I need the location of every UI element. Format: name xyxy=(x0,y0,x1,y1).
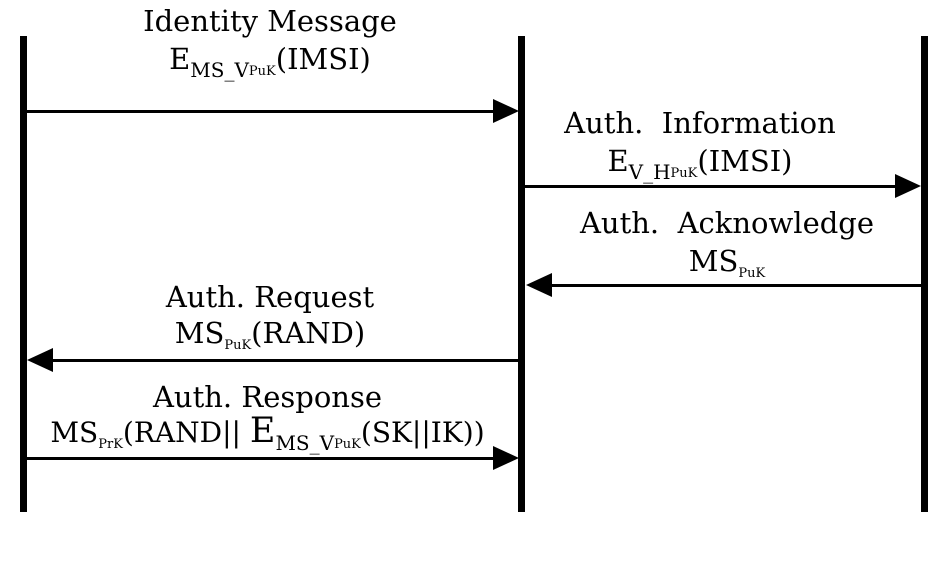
message-label-auth-information: Auth. Information EV_HPuK(IMSI) xyxy=(525,0,875,200)
formula-segment: MS xyxy=(50,416,99,449)
message-title: Auth. Request xyxy=(165,280,375,314)
formula-segment: E xyxy=(169,42,191,76)
message-label-auth-request: Auth. Request MSPuK(RAND) xyxy=(20,0,520,370)
formula-segment: E xyxy=(249,411,276,451)
formula-segment: MS_V xyxy=(275,431,335,455)
message-title: Auth. Response xyxy=(152,380,382,414)
arrow-shaft xyxy=(27,110,495,113)
formula-segment: (SK||IK)) xyxy=(360,416,485,449)
formula-segment: PuK xyxy=(248,64,276,79)
message-title: Auth. Information xyxy=(564,106,836,140)
formula-segment: MS xyxy=(688,244,739,278)
message-formula: MSPrK(RAND|| EMS_VPuK(SK||IK)) xyxy=(15,410,520,466)
arrow-shaft xyxy=(51,359,518,362)
formula-segment: (RAND) xyxy=(251,316,366,350)
formula-segment: V_H xyxy=(628,160,671,184)
formula-segment: E xyxy=(607,144,629,178)
formula-segment: PuK xyxy=(670,166,698,181)
lifeline-right xyxy=(921,36,928,512)
message-formula: MSPuK xyxy=(552,240,902,295)
arrow-shaft xyxy=(550,284,928,287)
message-formula: MSPuK(RAND) xyxy=(20,312,520,367)
formula-segment: MS_V xyxy=(190,58,249,82)
formula-segment: MS xyxy=(174,316,225,350)
message-title: Identity Message xyxy=(143,4,397,38)
arrow-shaft xyxy=(27,457,495,460)
formula-segment: (IMSI) xyxy=(275,42,371,76)
formula-segment: PrK xyxy=(98,437,123,452)
message-label-auth-response: Auth. Response MSPrK(RAND|| EMS_VPuK(SK|… xyxy=(15,0,520,470)
formula-segment: (IMSI) xyxy=(697,144,793,178)
formula-segment: (RAND|| xyxy=(122,416,250,449)
arrow-shaft xyxy=(525,185,897,188)
formula-segment: PuK xyxy=(738,266,766,281)
arrowhead-left-icon xyxy=(526,273,552,297)
lifeline-left xyxy=(20,36,27,512)
message-formula: EMS_VPuK(IMSI) xyxy=(20,38,520,93)
formula-segment: PuK xyxy=(334,437,361,452)
arrowhead-right-icon xyxy=(493,446,519,470)
message-label-auth-acknowledge: Auth. Acknowledge MSPuK xyxy=(552,0,902,300)
arrowhead-left-icon xyxy=(27,348,53,372)
message-formula: EV_HPuK(IMSI) xyxy=(525,140,875,195)
lifeline-middle xyxy=(518,36,525,512)
message-label-identity-message: Identity Message EMS_VPuK(IMSI) xyxy=(20,0,520,96)
arrowhead-right-icon xyxy=(493,99,519,123)
arrowhead-right-icon xyxy=(895,174,921,198)
message-title: Auth. Acknowledge xyxy=(579,206,875,240)
formula-segment: PuK xyxy=(224,338,252,353)
